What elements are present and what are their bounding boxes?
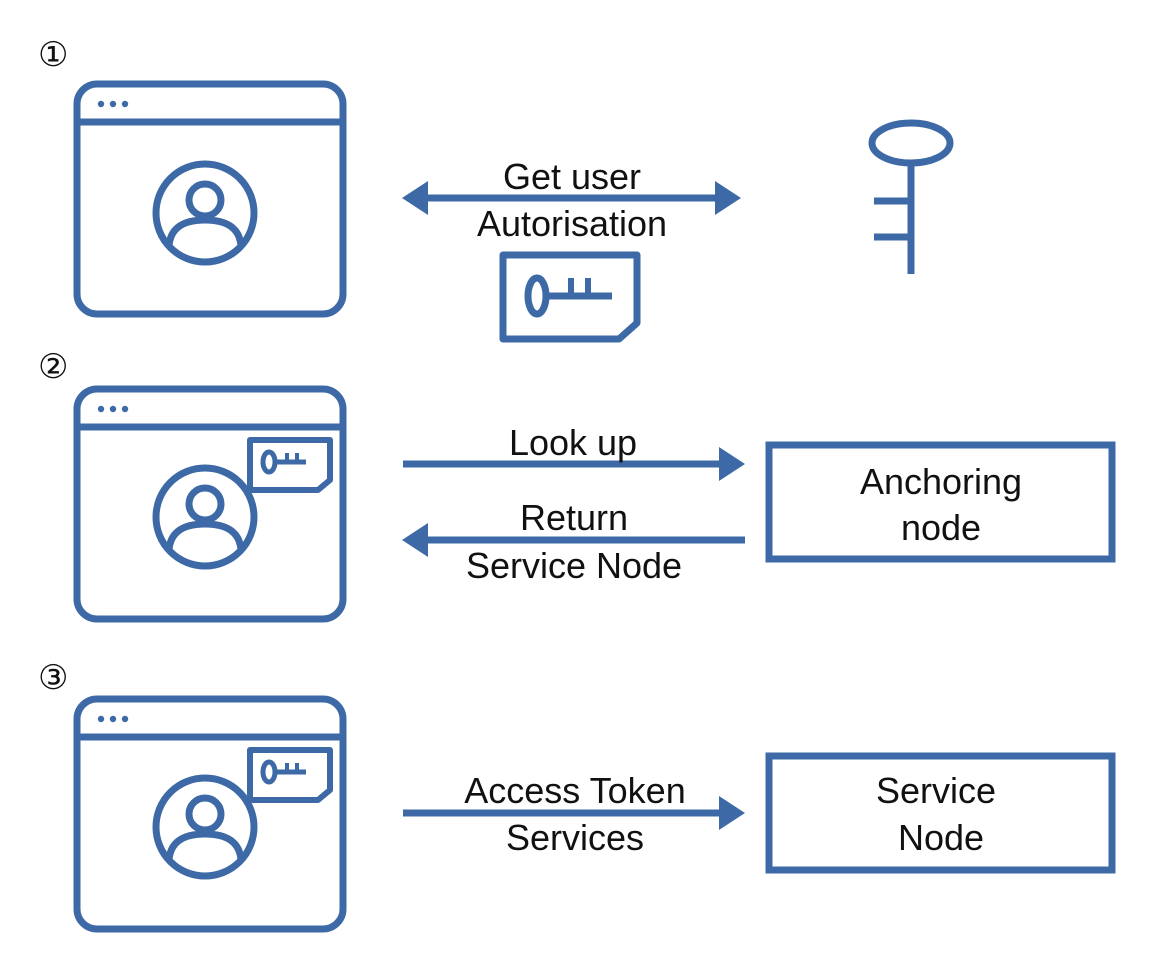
step-1-arrow-label-line1: Get user	[503, 156, 641, 197]
service-node-label-line2: Node	[898, 817, 984, 858]
step-2-browser-window-icon	[77, 389, 343, 619]
service-node-label-line1: Service	[876, 770, 996, 811]
step-1-browser-window-icon	[77, 84, 343, 314]
step-3-key-card-icon	[250, 750, 330, 800]
anchoring-node-label-line2: node	[901, 507, 981, 548]
anchoring-node-box: Anchoring node	[765, 441, 1116, 563]
step-1-arrow-label-line2: Autorisation	[477, 203, 667, 244]
step-3-arrow-label-line1: Access Token	[464, 770, 685, 811]
step-1-user-icon	[156, 164, 254, 262]
step-3-number: ③	[38, 658, 68, 698]
step-2-key-card-icon	[250, 440, 330, 490]
step-2-response-label-line2: Service Node	[466, 545, 682, 586]
step-2-response-arrow	[402, 523, 745, 557]
anchoring-node-label-line1: Anchoring	[860, 461, 1022, 502]
key-icon	[868, 119, 954, 274]
step-2-request-label: Look up	[509, 422, 637, 463]
step-2-response-label-line1: Return	[520, 497, 628, 538]
step-1-double-arrow	[402, 181, 741, 215]
step-3-arrow-label-line2: Services	[506, 817, 644, 858]
step-1-number: ①	[38, 35, 68, 75]
step-3-browser-window-icon	[77, 699, 343, 929]
step-2-number: ②	[38, 347, 68, 387]
key-document-icon	[499, 251, 641, 343]
step-2-request-arrow	[403, 447, 745, 481]
step-3-user-icon	[156, 778, 254, 876]
step-2-user-icon	[156, 468, 254, 566]
service-node-box: Service Node	[765, 752, 1116, 874]
step-3-arrow	[403, 796, 745, 830]
